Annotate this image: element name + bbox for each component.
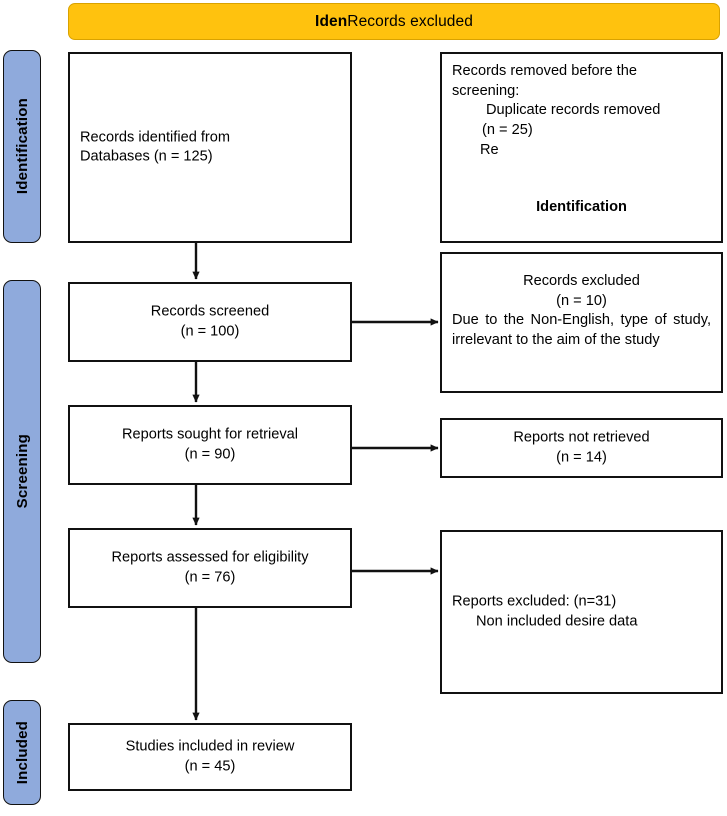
records-excluded-line2: (n = 10) [556, 292, 607, 309]
banner-title-bold: Iden [315, 12, 348, 30]
stage-label-identification: Identification [13, 98, 31, 195]
removed-line2: screening: [452, 82, 520, 99]
studies-included-line2: (n = 45) [184, 758, 236, 774]
box-studies-included: Studies included in review (n = 45) [68, 723, 352, 791]
studies-included-line1: Studies included in review [125, 738, 295, 755]
reports-not-retrieved-line1: Reports not retrieved [513, 429, 650, 446]
reports-excluded-line2: Non included desire data [476, 613, 638, 629]
reports-sought-line2: (n = 90) [184, 446, 236, 462]
box-records-identified: Records identified from Databases (n = 1… [68, 52, 352, 243]
reports-not-retrieved-line2: (n = 14) [556, 449, 607, 465]
reports-sought-line1: Reports sought for retrieval [121, 426, 299, 443]
removed-line1: Records removed before the [452, 63, 637, 79]
stage-bar-identification: Identification [3, 50, 41, 243]
reports-excluded-line1: Reports excluded: (n=31) [452, 593, 617, 610]
reports-assessed-line1: Reports assessed for eligibility [111, 549, 309, 566]
records-excluded-line1: Records excluded [523, 273, 640, 289]
stage-label-included: Included [13, 720, 31, 785]
removed-line4: (n = 25) [482, 122, 533, 139]
banner-title-rest: Records excluded [347, 12, 473, 30]
box-records-excluded: Records excluded (n = 10) Due to the Non… [440, 252, 723, 393]
records-screened-line1: Records screened [150, 303, 270, 320]
records-screened-line2: (n = 100) [180, 323, 240, 339]
records-identified-line2: Databases (n = 125) [80, 148, 213, 165]
records-excluded-line3: Due to the Non-English, type of study, i… [452, 312, 711, 349]
stage-label-screening: Screening [13, 434, 31, 509]
removed-line5: Re [480, 141, 499, 158]
box-records-removed-before-screening: Records removed before the screening: Du… [440, 52, 723, 243]
box-reports-sought: Reports sought for retrieval (n = 90) [68, 405, 352, 485]
box-reports-not-retrieved: Reports not retrieved (n = 14) [440, 418, 723, 478]
box-records-screened: Records screened (n = 100) [68, 282, 352, 362]
reports-assessed-line2: (n = 76) [184, 569, 236, 585]
box-reports-excluded: Reports excluded: (n=31) Non included de… [440, 530, 723, 694]
stage-bar-screening: Screening [3, 280, 41, 663]
records-identified-line1: Records identified from [80, 128, 231, 145]
removed-footer-identification: Identification [536, 199, 627, 216]
removed-line3: Duplicate records removed [486, 102, 661, 119]
box-reports-assessed: Reports assessed for eligibility (n = 76… [68, 528, 352, 608]
stage-bar-included: Included [3, 700, 41, 805]
